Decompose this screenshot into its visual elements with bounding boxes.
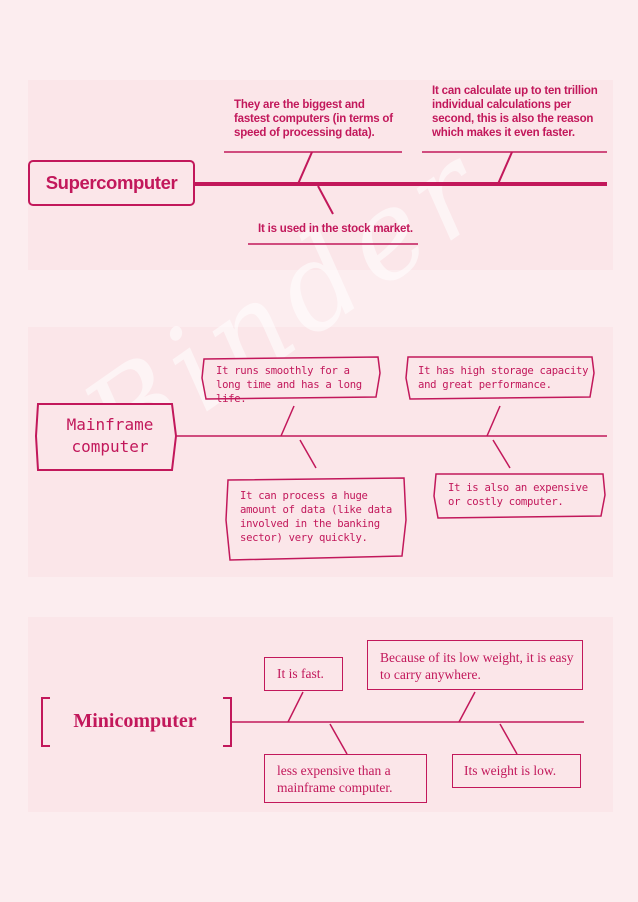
- mainframe-fact-long-life: It runs smoothly for a long time and has…: [216, 365, 362, 405]
- super-fact3-branch: [317, 185, 334, 215]
- mini-fact4-branch: [499, 723, 518, 755]
- mini-fact2-box: Because of its low weight, it is easy to…: [367, 640, 583, 690]
- super-fact2-branch: [497, 151, 513, 185]
- mini-fact3-box: less expensive than a mainframe computer…: [264, 754, 427, 803]
- mini-fact4-box: Its weight is low.: [452, 754, 581, 788]
- mainframe-fact1-branch: [280, 405, 295, 437]
- mini-fact-weight-low: Its weight is low.: [464, 763, 557, 778]
- mainframe-fact-expensive: It is also an expensive or costly comput…: [448, 482, 588, 508]
- super-fact-biggest: They are the biggest and fastest compute…: [234, 99, 393, 139]
- mainframe-fact3-branch: [299, 439, 317, 469]
- mainframe-title-line1: Mainframe: [66, 415, 154, 434]
- mini-bracket-right: [223, 697, 232, 747]
- mini-fact3-branch: [329, 723, 348, 755]
- mainframe-fact2-branch: [486, 405, 501, 437]
- mini-fact2-branch: [458, 691, 476, 723]
- super-fact-stock-market: It is used in the stock market.: [258, 223, 413, 235]
- supercomputer-title: Supercomputer: [28, 160, 195, 206]
- mini-fact-less-expensive: less expensive than a mainframe computer…: [277, 763, 393, 795]
- mainframe-fact-huge-data: It can process a huge amount of data (li…: [240, 490, 392, 544]
- mini-fact-fast: It is fast.: [277, 666, 324, 681]
- mainframe-title-box: [34, 403, 178, 471]
- mainframe-fact-storage: It has high storage capacity and great p…: [418, 365, 589, 391]
- mini-fact-low-weight-carry: Because of its low weight, it is easy to…: [380, 650, 574, 682]
- mainframe-fact2-box: [405, 356, 595, 400]
- super-fact-calculations: It can calculate up to ten trillion indi…: [432, 85, 598, 139]
- mainframe-fact4-box: [433, 473, 606, 519]
- mainframe-fact3-box: [225, 477, 407, 561]
- mainframe-title-line2: computer: [71, 437, 149, 456]
- mainframe-title: Mainframe computer: [55, 414, 165, 458]
- mini-bracket-left: [41, 697, 50, 747]
- minicomputer-title: Minicomputer: [73, 710, 197, 732]
- mini-fact1-box: It is fast.: [264, 657, 343, 691]
- mini-fact1-branch: [287, 691, 304, 723]
- mainframe-fact1-box: [201, 356, 381, 400]
- mainframe-fact4-branch: [492, 439, 511, 469]
- super-fact1-branch: [297, 151, 313, 185]
